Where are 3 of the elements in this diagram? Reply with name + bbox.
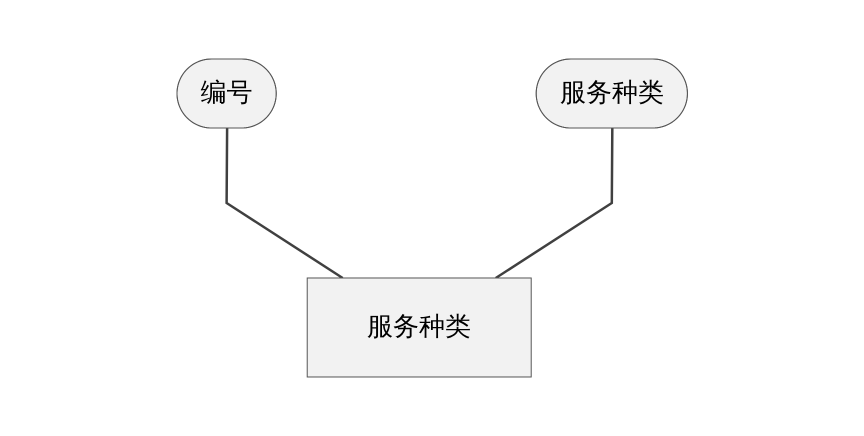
connector	[494, 128, 614, 280]
connector	[225, 128, 344, 280]
node-box: 服务种类	[306, 278, 532, 378]
